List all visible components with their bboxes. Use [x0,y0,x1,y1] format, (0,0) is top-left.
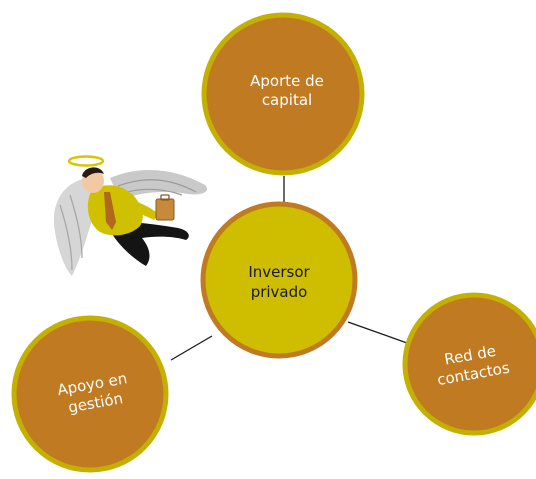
node-red-contactos: Red de contactos [402,292,536,436]
node-inversor-privado: Inversor privado [200,201,358,359]
connector-gestion [170,335,213,361]
node-apoyo-gestion: Apoyo en gestión [11,315,169,473]
node-inversor-privado-circle [200,201,358,359]
node-aporte-capital-line1: Aporte de [250,72,324,90]
node-red-contactos-circle [402,292,536,436]
node-inversor-privado-line2: privado [251,283,308,301]
node-aporte-capital-line2: capital [262,91,312,109]
connector-contactos [347,321,408,344]
angel-investor-icon [53,155,208,276]
node-inversor-privado-line1: Inversor [248,263,310,281]
node-aporte-capital: Aporte de capital [201,12,365,176]
node-aporte-capital-circle [201,12,365,176]
node-apoyo-gestion-circle [11,315,169,473]
